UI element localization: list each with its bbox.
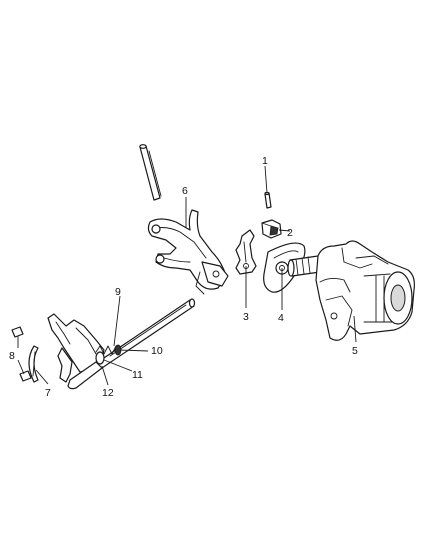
part-1-roll-pin — [264, 191, 272, 209]
part-8-pads — [11, 326, 32, 382]
long-pin — [139, 144, 162, 201]
callout-2: 2 — [287, 227, 293, 239]
part-5-shift-motor — [287, 240, 415, 341]
callout-8: 8 — [9, 350, 15, 362]
callout-1: 1 — [262, 155, 268, 167]
callout-10: 10 — [151, 345, 163, 357]
callout-5: 5 — [352, 345, 358, 357]
callout-3: 3 — [243, 311, 249, 323]
callout-labels: 1 2 3 4 5 6 7 8 9 10 11 12 — [9, 155, 358, 399]
callout-11: 11 — [132, 369, 143, 381]
part-7-shift-pad — [28, 345, 39, 383]
leader-lines — [17, 165, 357, 386]
callout-9: 9 — [115, 286, 121, 298]
callout-4: 4 — [278, 312, 284, 324]
callout-12: 12 — [102, 387, 114, 399]
part-6-shift-fork — [147, 209, 229, 295]
lower-shift-fork — [47, 313, 122, 390]
callout-6: 6 — [182, 185, 188, 197]
callout-7: 7 — [45, 387, 51, 399]
part-2-bushing — [261, 219, 282, 239]
